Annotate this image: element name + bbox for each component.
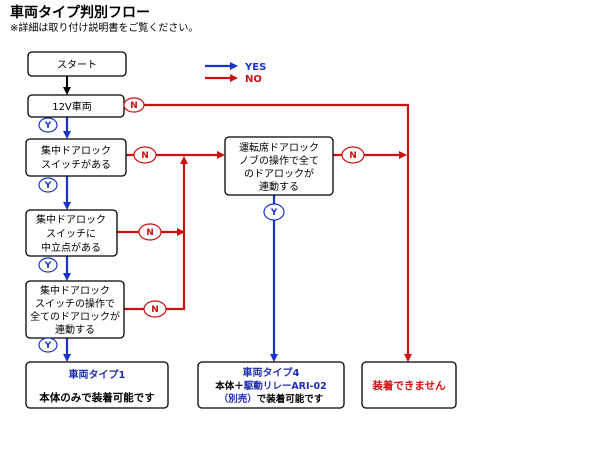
yes-badge <box>38 117 58 133</box>
yes-badge-label: Y <box>44 341 52 351</box>
node-switch-all-lock-line: 集中ドアロック <box>40 284 110 297</box>
node-start: スタート <box>27 51 127 77</box>
no-badge-label: N <box>130 101 138 111</box>
yes-badge-label: Y <box>44 121 52 131</box>
yes-badge <box>263 203 285 221</box>
node-start-label: スタート <box>57 59 97 71</box>
node-neutral-point-line: 中立点がある <box>41 241 101 254</box>
node-driver-knob: 運転席ドアロック ノブの操作で全て のドアロックが 連動する <box>224 136 334 196</box>
node-switch-all-lock-line: 連動する <box>55 323 95 336</box>
node-neutral-point: 集中ドアロック スイッチに 中立点がある <box>25 209 118 257</box>
result-type1-box <box>25 361 169 409</box>
no-badge <box>133 146 157 164</box>
result-type4-line2-a: （別売） <box>219 393 257 405</box>
yes-badge-label: Y <box>44 261 52 271</box>
connector-12v-no <box>124 103 412 362</box>
node-start-box <box>27 51 127 77</box>
node-central-switch-box <box>25 138 127 177</box>
node-central-switch-line: 集中ドアロック <box>41 144 111 157</box>
no-badge-label: N <box>141 151 149 161</box>
result-type4: 車両タイプ4 本体＋駆動リレーARI-02 （別売）で装着可能です <box>197 361 345 409</box>
no-badge <box>143 300 167 318</box>
node-12v: 12V車両 <box>27 94 125 118</box>
node-central-switch: 集中ドアロック スイッチがある <box>25 138 127 177</box>
yes-badge <box>38 257 58 273</box>
result-type4-line1-b: 駆動リレーARI-02 <box>243 380 327 392</box>
node-switch-all-lock: 集中ドアロック スイッチの操作で 全てのドアロックが 連動する <box>25 280 125 339</box>
yes-badge-label: Y <box>270 208 278 218</box>
node-switch-all-lock-line: スイッチの操作で <box>35 297 115 310</box>
node-neutral-point-line: スイッチに <box>46 228 96 240</box>
node-central-switch-line: スイッチがある <box>41 158 111 171</box>
result-none: 装着できません <box>361 361 457 409</box>
result-type4-box <box>197 361 345 409</box>
yes-badges: Y Y Y Y Y <box>38 117 285 353</box>
yes-badge <box>38 177 58 193</box>
result-type4-line1: 本体＋駆動リレーARI-02 <box>215 380 326 392</box>
result-type4-name: 車両タイプ4 <box>243 366 300 379</box>
page-title: 車両タイプ判別フロー <box>10 4 150 21</box>
result-none-box <box>361 361 457 409</box>
node-driver-knob-line: のドアロックが <box>244 167 314 180</box>
result-type1: 車両タイプ1 本体のみで装着可能です <box>25 361 169 409</box>
page-subtitle: ※詳細は取り付け説明書をご覧ください。 <box>10 21 198 34</box>
no-badge <box>341 146 365 164</box>
node-switch-all-lock-box <box>25 280 125 339</box>
yes-badge-label: Y <box>44 181 52 191</box>
legend-yes-label: YES <box>244 62 266 73</box>
result-type1-name: 車両タイプ1 <box>69 368 126 381</box>
node-switch-all-lock-line: 全てのドアロックが <box>30 310 120 323</box>
no-badge <box>123 97 145 113</box>
result-type4-line1-a: 本体＋ <box>215 380 244 392</box>
result-type1-desc: 本体のみで装着可能です <box>39 391 155 404</box>
no-badge-label: N <box>146 228 154 238</box>
no-badges: N N N N N <box>123 97 365 318</box>
node-neutral-point-box <box>25 209 118 257</box>
result-none-label: 装着できません <box>371 379 446 392</box>
node-driver-knob-box <box>224 136 334 196</box>
result-type4-line2: （別売）で装着可能です <box>219 393 324 405</box>
legend-no-label: NO <box>245 74 262 85</box>
node-driver-knob-line: ノブの操作で全て <box>239 154 319 167</box>
yes-badge <box>38 337 58 353</box>
no-badge-label: N <box>349 151 357 161</box>
result-type4-line2-b: で装着可能です <box>257 393 324 405</box>
legend: YES NO <box>205 62 266 85</box>
node-neutral-point-line: 集中ドアロック <box>36 213 106 226</box>
no-badge-label: N <box>151 305 159 315</box>
node-12v-label: 12V車両 <box>52 100 92 113</box>
node-driver-knob-line: 運転席ドアロック <box>239 141 319 154</box>
node-driver-knob-line: 連動する <box>259 180 299 193</box>
no-badge <box>138 223 162 241</box>
